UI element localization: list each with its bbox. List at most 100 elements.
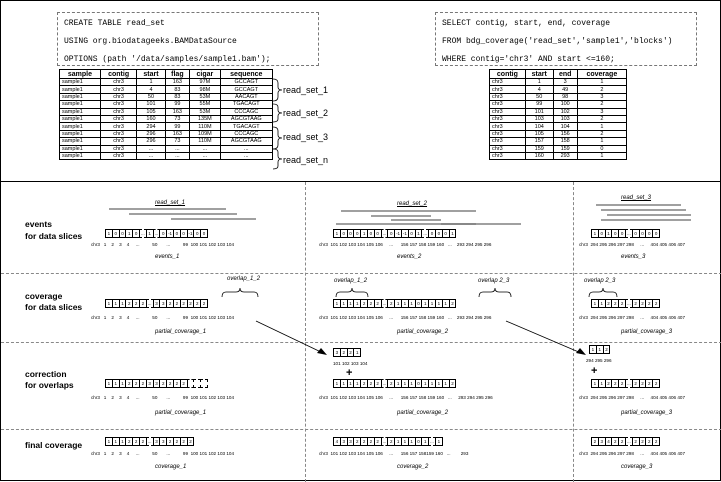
caption: events_2	[397, 254, 422, 260]
brace	[478, 287, 512, 298]
removed-cell	[200, 379, 208, 388]
section-label-line: for data slices	[25, 302, 83, 312]
create-table-sql: CREATE TABLE read_set USING org.biodatag…	[57, 12, 319, 66]
value-cell: 2	[652, 379, 660, 388]
caption: events_3	[621, 254, 646, 260]
caption: coverage_1	[155, 464, 187, 470]
arrow	[255, 320, 324, 354]
caption: partial_coverage_1	[155, 329, 207, 335]
section-divider	[1, 429, 721, 430]
caption: events_1	[155, 254, 180, 260]
brace	[272, 126, 283, 150]
brace	[588, 287, 618, 298]
position-axis: chr3 294 295 296 297 298 ... 404 405 406…	[579, 315, 685, 320]
overlap-label: overlap_1_2	[334, 278, 368, 284]
table-cell: ...	[219, 151, 274, 161]
caption: partial_coverage_3	[621, 410, 673, 416]
section-label-events: events	[25, 219, 52, 230]
value-cell: 0	[200, 229, 208, 238]
position-axis: chr3 1 2 3 4 ... 50 ... 99 100 101 102 1…	[91, 242, 234, 247]
position-axis: chr3 101 102 103 104 105 106 ... 156 157…	[319, 395, 493, 400]
value-cell: 2	[186, 437, 195, 446]
sql-line: SELECT contig, start, end, coverage	[442, 19, 611, 28]
position-axis: chr3 101 102 103 104 105 106 ... 156 157…	[319, 242, 492, 247]
caption: coverage_3	[621, 464, 653, 470]
caption: partial_coverage_1	[155, 410, 207, 416]
sql-line: CREATE TABLE read_set	[64, 19, 165, 28]
table-cell: ...	[189, 151, 221, 161]
table-cell: ...	[164, 151, 191, 161]
value-cell: 2	[448, 379, 457, 388]
position-axis: chr3 294 295 296 297 298 ... 404 405 406…	[579, 242, 685, 247]
section-divider	[1, 342, 721, 343]
overlap-label: overlap_1_2	[227, 276, 261, 282]
sql-line: WHERE contig='chr3' AND start <=160;	[442, 55, 615, 64]
table-cell: chr3	[99, 151, 138, 161]
section-label-line: correction	[25, 369, 67, 379]
read-set-heading: read_set_2	[397, 201, 428, 207]
section-divider	[1, 273, 721, 274]
events-title: events	[25, 219, 52, 229]
position-axis: chr3 294 295 296 297 298 ... 404 405 406…	[579, 395, 685, 400]
arrow	[505, 320, 582, 354]
value-cell: 1	[448, 229, 457, 238]
section-label-line: coverage	[25, 291, 63, 301]
value-cell: 2	[448, 299, 457, 308]
value-cell: 1	[353, 348, 362, 357]
position-axis: chr3 101 102 103 104 105 106 ... 156 157…	[319, 315, 492, 320]
brace	[272, 103, 283, 123]
column-divider	[573, 182, 574, 482]
caption: partial_coverage_3	[621, 329, 673, 335]
position-axis: chr3 294 295 296 297 298 ... 404 405 406…	[579, 451, 685, 456]
table-cell: 1	[576, 151, 628, 161]
read-set-heading: read_set_1	[155, 200, 186, 206]
position-axis: chr3 101 102 103 104 105 106 ... 156 157…	[319, 451, 469, 456]
overlap-label: overlap 2_3	[584, 278, 616, 284]
brace	[272, 148, 283, 170]
value-cell: 2	[200, 299, 208, 308]
caption: partial_coverage_2	[397, 410, 449, 416]
arrowhead	[576, 348, 586, 355]
value-cell: 0	[652, 229, 660, 238]
section-label-events-sub: for data slices	[25, 231, 83, 241]
read-set-label: read_set_1	[283, 85, 329, 95]
value-cell: 2	[602, 345, 611, 354]
plus-sign: +	[591, 365, 598, 377]
section-label-final: final coverage	[25, 440, 83, 450]
overlap-label: overlap 2_3	[478, 278, 510, 284]
position-axis: chr3 1 2 3 4 ... 50 ... 99 100 101 102 1…	[91, 315, 234, 320]
sql-line: FROM bdg_coverage('read_set','sample1','…	[442, 37, 673, 46]
read-set-heading: read_set_3	[621, 195, 652, 201]
select-coverage-sql: SELECT contig, start, end, coverage FROM…	[435, 12, 697, 66]
sql-line: USING org.biodatageeks.BAMDataSource	[64, 37, 237, 46]
caption: coverage_2	[397, 464, 429, 470]
table-cell: chr3	[489, 151, 526, 161]
sql-line: OPTIONS (path '/data/samples/sample1.bam…	[64, 55, 271, 64]
plus-sign: +	[346, 367, 353, 379]
arrowhead	[317, 348, 327, 355]
caption: partial_coverage_2	[397, 329, 449, 335]
